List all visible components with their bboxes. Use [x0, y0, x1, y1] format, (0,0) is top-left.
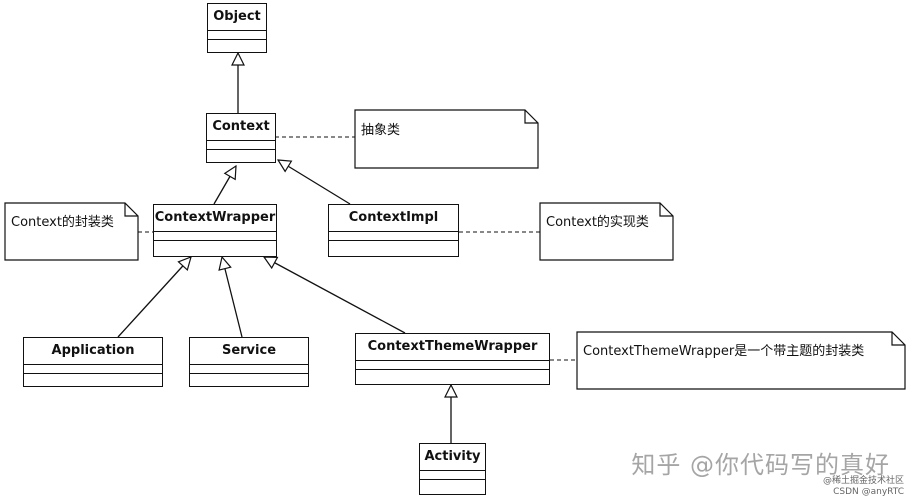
note-abstract-text: 抽象类 [361, 123, 401, 138]
note-theme-shape [576, 331, 906, 390]
edge-application-to-contextwrapper [117, 257, 191, 338]
class-service: Service [189, 337, 309, 387]
edge-service-to-contextwrapper [222, 257, 243, 338]
note-theme-text: ContextThemeWrapper是一个带主题的封装类 [583, 344, 865, 359]
class-application-name: Application [24, 338, 162, 365]
class-context-impl: ContextImpl [328, 204, 459, 257]
class-context-wrapper-name: ContextWrapper [154, 205, 276, 232]
watermark-zhihu: 知乎 @你代码写的真好 [631, 451, 890, 479]
class-object: Object [207, 3, 267, 53]
note-wrapper-text: Context的封装类 [11, 215, 114, 230]
class-context-name: Context [207, 114, 275, 141]
class-context-theme-wrapper-name: ContextThemeWrapper [356, 334, 549, 361]
note-impl-shape [539, 202, 674, 261]
note-impl-text: Context的实现类 [546, 215, 649, 230]
class-context-wrapper: ContextWrapper [153, 204, 277, 257]
class-context-impl-name: ContextImpl [329, 205, 458, 232]
class-object-name: Object [208, 4, 266, 31]
class-activity-name: Activity [420, 444, 485, 471]
class-application: Application [23, 337, 163, 387]
class-context: Context [206, 113, 276, 163]
watermark-juejin: @稀土掘金技术社区 [822, 476, 904, 486]
class-activity: Activity [419, 443, 486, 495]
class-service-name: Service [190, 338, 308, 365]
edge-themewrapper-to-contextwrapper [264, 257, 406, 334]
watermark-small: @稀土掘金技术社区 CSDN @anyRTC [823, 476, 904, 498]
note-abstract-shape [354, 109, 539, 169]
watermark-csdn: CSDN @anyRTC [833, 487, 904, 497]
edge-contextwrapper-to-context [213, 166, 236, 205]
note-wrapper-shape [4, 202, 139, 261]
edge-contextimpl-to-context [278, 160, 351, 205]
class-context-theme-wrapper: ContextThemeWrapper [355, 333, 550, 385]
